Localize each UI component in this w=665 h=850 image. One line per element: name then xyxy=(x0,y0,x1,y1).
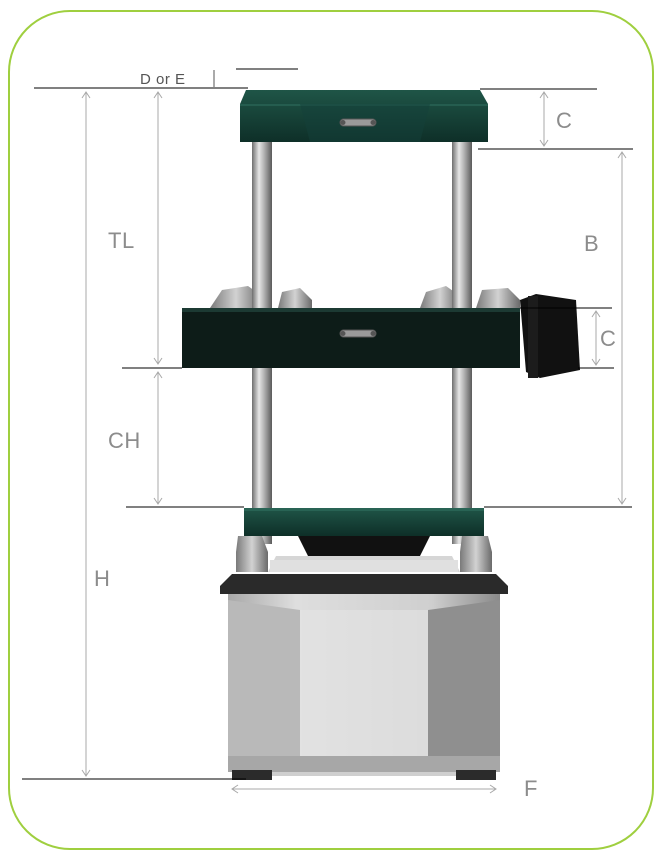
middle-crosshead xyxy=(182,294,580,378)
dimension-arrows xyxy=(81,70,627,794)
label-ch: CH xyxy=(108,428,141,453)
bottom-platen xyxy=(244,508,484,536)
label-b: B xyxy=(584,231,600,256)
base-body xyxy=(220,574,508,780)
label-h: H xyxy=(94,566,111,591)
label-d-or-e: D or E xyxy=(140,71,186,88)
piston-area xyxy=(236,536,492,572)
middle-nuts xyxy=(210,286,520,308)
label-f: F xyxy=(524,776,538,801)
label-c-top: C xyxy=(556,108,573,133)
dimension-lines xyxy=(22,68,633,780)
middle-crosshead-slot xyxy=(339,329,377,338)
label-tl: TL xyxy=(108,228,135,253)
top-crosshead xyxy=(240,90,488,142)
testing-machine-diagram xyxy=(22,68,633,794)
label-c-mid: C xyxy=(600,326,617,351)
top-crosshead-slot xyxy=(339,118,377,127)
